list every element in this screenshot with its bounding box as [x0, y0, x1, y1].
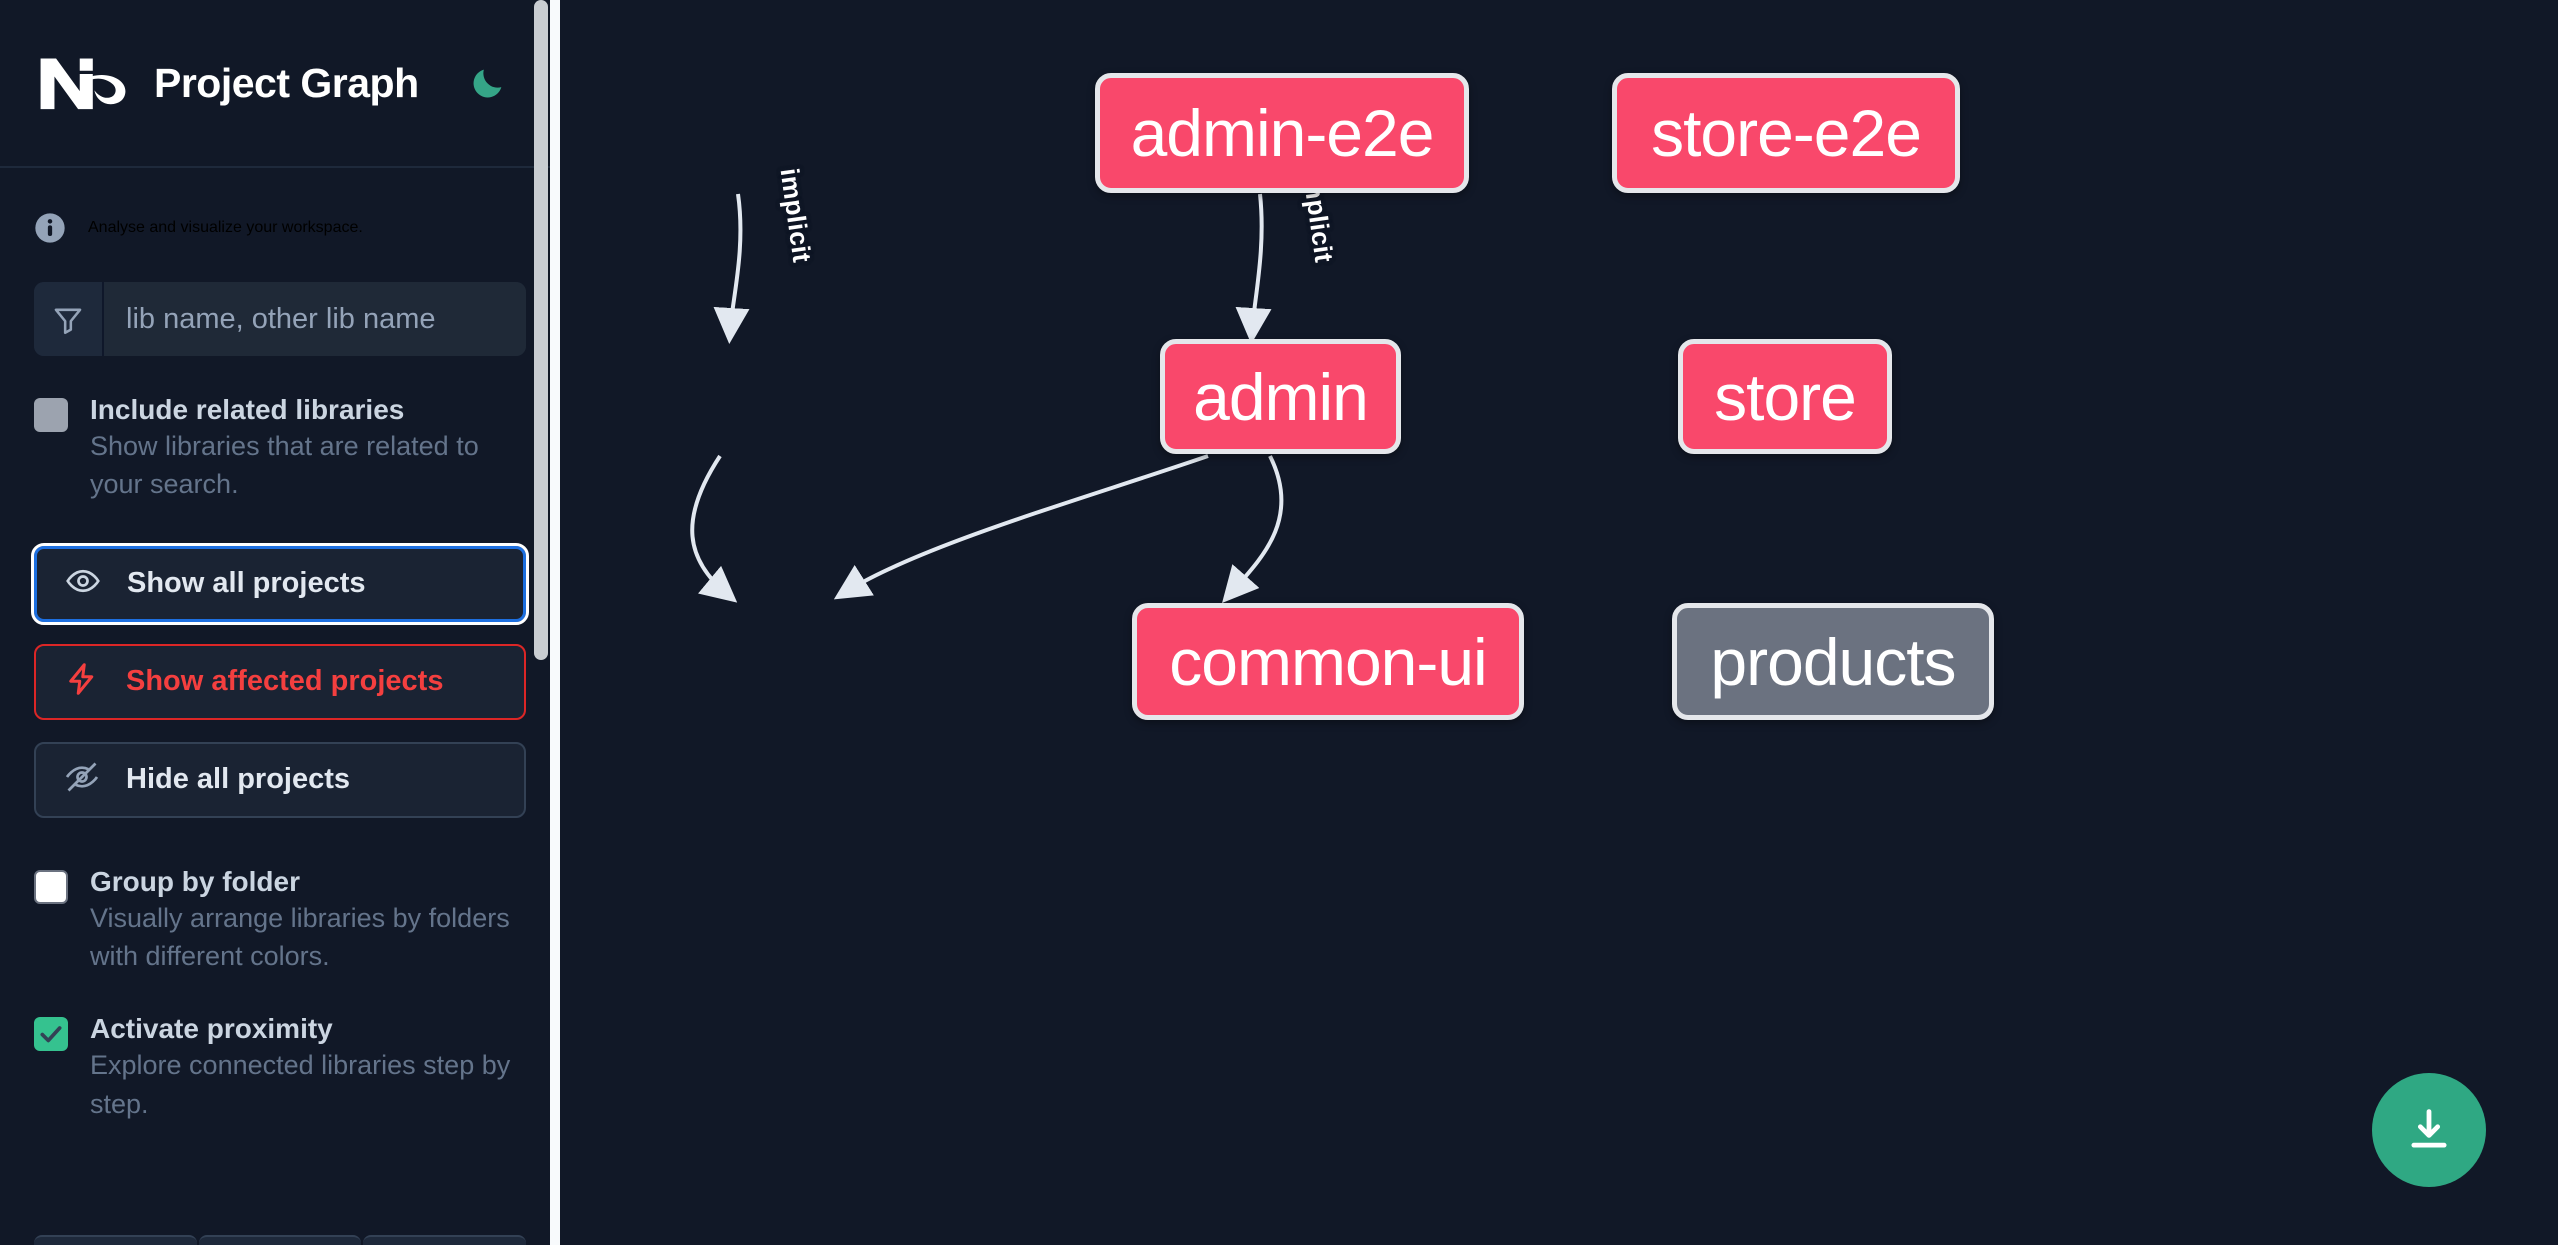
graph-edges: [690, 193, 1284, 603]
sidebar-edge: [550, 0, 560, 1245]
download-icon: [2411, 1109, 2447, 1148]
checkbox-include-related-libraries-desc: Show libraries that are related to your …: [90, 431, 479, 500]
proximity-step-value: [198, 1235, 362, 1245]
graph-node-products[interactable]: products: [1672, 603, 1994, 720]
moon-icon[interactable]: [465, 60, 511, 106]
tagline-row: Analyse and visualize your workspace.: [0, 168, 560, 244]
edge-admin-common-ui: [690, 454, 738, 603]
check-icon: [40, 1026, 62, 1043]
checkbox-group-by-folder-desc: Visually arrange libraries by folders wi…: [90, 902, 510, 971]
edge-store-products: [1222, 455, 1284, 603]
edge-label-implicit-admin: implicit: [774, 166, 818, 265]
edge-store-e2e-store: [1235, 193, 1272, 344]
filter-box: [34, 282, 526, 356]
projects-button-group: Show all projects Show affected projects: [0, 504, 560, 818]
graph-node-admin[interactable]: admin: [1160, 339, 1401, 454]
edge-store-common-ui: [833, 454, 1209, 600]
sidebar-scrollbar-thumb[interactable]: [534, 0, 548, 660]
lightning-bolt-icon: [64, 661, 100, 702]
show-all-projects-button[interactable]: Show all projects: [31, 542, 529, 625]
graph-node-products-label: products: [1710, 624, 1956, 699]
graph-node-admin-label: admin: [1193, 359, 1369, 434]
eye-icon: [65, 563, 101, 604]
graph-node-store-label: store: [1714, 359, 1857, 434]
checkbox-group-by-folder-box[interactable]: [34, 869, 68, 904]
checkbox-activate-proximity-label: Activate proximity: [90, 1013, 333, 1045]
checkbox-include-related-libraries[interactable]: Include related libraries Show libraries…: [0, 356, 560, 504]
checkbox-group-by-folder[interactable]: Group by folder Visually arrange librari…: [0, 818, 560, 976]
checkbox-group-by-folder-label: Group by folder: [90, 865, 300, 897]
nx-logo-icon: [34, 52, 132, 114]
funnel-icon[interactable]: [34, 282, 104, 356]
graph-node-store-e2e[interactable]: store-e2e: [1612, 73, 1960, 193]
graph-node-common-ui[interactable]: common-ui: [1132, 603, 1524, 720]
show-affected-projects-label: Show affected projects: [126, 665, 444, 698]
graph-node-store[interactable]: store: [1678, 339, 1892, 454]
download-image-button[interactable]: [2372, 1073, 2486, 1187]
page-title: Project Graph: [154, 59, 419, 106]
sidebar-header: Project Graph: [0, 0, 560, 168]
checkbox-include-related-libraries-label: Include related libraries: [90, 394, 405, 425]
info-icon: [34, 212, 66, 244]
tagline-text: Analyse and visualize your workspace.: [88, 219, 363, 236]
filter-section: [0, 244, 560, 356]
search-input[interactable]: [104, 282, 526, 356]
hide-all-projects-label: Hide all projects: [126, 763, 351, 796]
eye-off-icon: [64, 759, 100, 800]
sidebar: Project Graph Analyse and visualize your…: [0, 0, 560, 1245]
edge-admin-e2e-admin: [713, 193, 750, 344]
graph-node-common-ui-label: common-ui: [1169, 624, 1487, 699]
proximity-step-decrease[interactable]: [34, 1235, 197, 1245]
proximity-stepper[interactable]: [34, 1235, 527, 1245]
show-affected-projects-button[interactable]: Show affected projects: [34, 643, 526, 720]
checkbox-activate-proximity-box[interactable]: [34, 1017, 68, 1052]
checkbox-include-related-libraries-box[interactable]: [34, 398, 68, 432]
graph-canvas[interactable]: implicit implicit admin-e2e store-e2e ad…: [560, 0, 2558, 1245]
show-all-projects-label: Show all projects: [127, 567, 366, 600]
proximity-step-increase[interactable]: [363, 1235, 527, 1245]
hide-all-projects-button[interactable]: Hide all projects: [34, 741, 526, 818]
checkbox-activate-proximity-desc: Explore connected libraries step by step…: [90, 1050, 511, 1119]
graph-node-store-e2e-label: store-e2e: [1651, 96, 1922, 170]
graph-node-admin-e2e[interactable]: admin-e2e: [1095, 73, 1469, 193]
graph-node-admin-e2e-label: admin-e2e: [1130, 96, 1435, 170]
checkbox-activate-proximity[interactable]: Activate proximity Explore connected lib…: [0, 975, 560, 1123]
